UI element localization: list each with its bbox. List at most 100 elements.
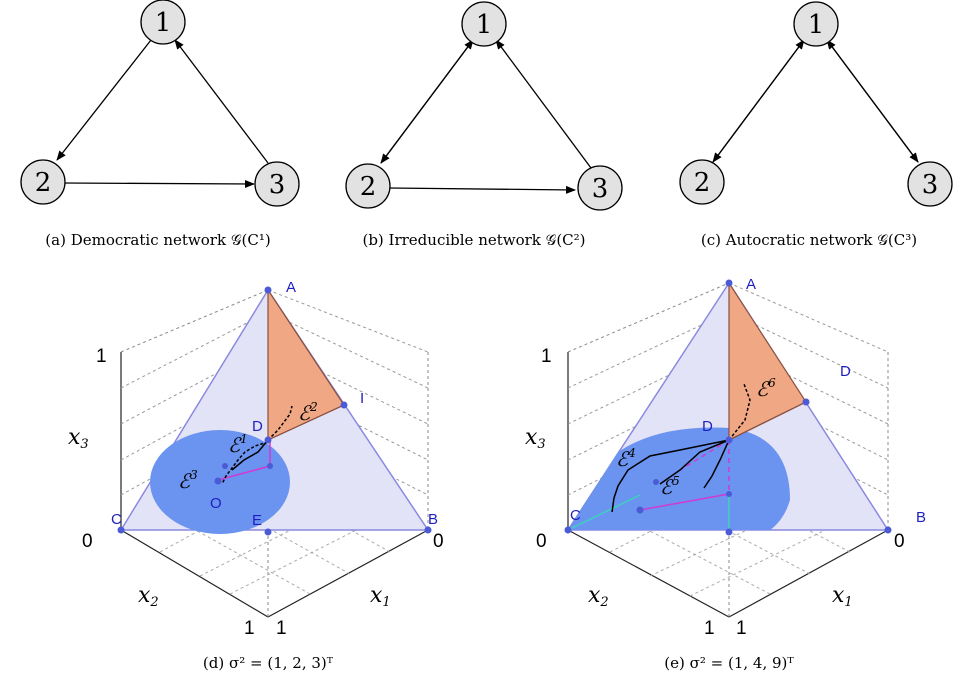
point-B xyxy=(424,526,432,534)
axis-x3: x3 xyxy=(525,425,546,452)
network-b: 1 2 3 (b) Irreducible network 𝒢(C²) xyxy=(345,1,623,249)
trajectory-6 xyxy=(728,383,751,441)
eps-2: ℰ2 xyxy=(298,400,318,425)
axis-right-0: 0 xyxy=(433,531,444,552)
node-2-label: 2 xyxy=(35,168,52,198)
label-B: B xyxy=(916,509,926,526)
region-blue xyxy=(568,427,790,530)
label-B: B xyxy=(428,511,438,528)
trajectory-4 xyxy=(611,439,730,513)
point-I xyxy=(340,401,348,409)
label-C: C xyxy=(570,507,581,524)
edge-3-to-1 xyxy=(174,39,269,164)
network-c: 1 2 3 (c) Autocratic network 𝒢(C³) xyxy=(679,1,953,249)
label-D-right: D xyxy=(840,363,851,380)
eps-1: ℰ1 xyxy=(228,432,248,457)
node-3 xyxy=(254,161,300,207)
network-a: 1 2 3 (a) Democratic network 𝒢(C¹) xyxy=(20,0,300,249)
node-3-label: 3 xyxy=(269,170,286,200)
edge-2-to-3-b xyxy=(388,185,576,194)
node-2-label: 2 xyxy=(360,172,377,202)
axis-top-1: 1 xyxy=(96,346,107,367)
point-D xyxy=(264,436,272,444)
edge-D-right xyxy=(728,401,807,441)
trajectory-2 xyxy=(267,405,293,441)
axis-x1: x1 xyxy=(832,583,853,610)
caption-a: (a) Democratic network 𝒢(C¹) xyxy=(45,231,270,249)
axis-x3: x3 xyxy=(68,425,89,452)
simplex-d: A I D C B E O ℰ1 ℰ2 ℰ3 1 0 0 x3 x2 x1 1 … xyxy=(68,279,444,672)
point-B xyxy=(884,526,892,534)
node-1-label: 1 xyxy=(476,10,493,40)
axis-left-0: 0 xyxy=(536,531,547,552)
point-mid2 xyxy=(222,463,228,469)
edge-2-to-1-b xyxy=(380,39,474,164)
trajectory-5 xyxy=(703,439,730,489)
label-A: A xyxy=(746,276,756,293)
node-1 xyxy=(793,1,839,47)
node-2 xyxy=(679,159,725,205)
node-3-label: 3 xyxy=(922,170,939,200)
point-A xyxy=(264,286,272,294)
node-3 xyxy=(907,161,953,207)
node-3-label: 3 xyxy=(592,174,609,204)
eps-6: ℰ6 xyxy=(756,376,776,401)
point-A xyxy=(725,279,733,287)
eps-5: ℰ5 xyxy=(660,474,680,499)
axis-x2: x2 xyxy=(588,583,609,610)
node-3 xyxy=(577,165,623,211)
caption-c: (c) Autocratic network 𝒢(C³) xyxy=(701,231,917,249)
edge-3-to-1-c xyxy=(826,39,919,163)
eps-3: ℰ3 xyxy=(178,468,198,493)
axis-right-0: 0 xyxy=(894,531,905,552)
edge-3-to-1-b xyxy=(495,39,592,169)
point-C xyxy=(117,526,125,534)
axis-x1: x1 xyxy=(370,583,391,610)
point-C xyxy=(564,526,572,534)
label-D: D xyxy=(702,418,713,435)
point-O xyxy=(636,506,644,514)
edge-2-to-3 xyxy=(62,179,255,188)
label-A: A xyxy=(286,279,296,296)
node-2 xyxy=(20,159,66,205)
axis-bottom-1-left: 1 xyxy=(244,618,255,639)
axis-top-1: 1 xyxy=(541,346,552,367)
node-1-label: 1 xyxy=(808,10,825,40)
point-D xyxy=(725,436,733,444)
point-E xyxy=(725,528,733,536)
trajectory-4b xyxy=(659,439,730,485)
node-1-label: 1 xyxy=(155,8,172,38)
trajectory-1 xyxy=(221,441,269,485)
point-mid2 xyxy=(653,479,659,485)
point-D-right xyxy=(802,398,810,406)
label-I: I xyxy=(360,390,364,407)
frame-lines xyxy=(567,282,889,618)
edge-2-to-1-c xyxy=(712,39,805,163)
trajectory-3 xyxy=(231,439,269,471)
node-1 xyxy=(140,0,186,45)
label-O: O xyxy=(210,495,222,512)
simplex-e: A D D C B ℰ4 ℰ5 ℰ6 1 0 0 x3 x2 x1 1 1 (e… xyxy=(525,276,926,672)
node-2-label: 2 xyxy=(694,168,711,198)
eps-4: ℰ4 xyxy=(616,446,636,471)
point-O xyxy=(214,477,222,485)
node-2 xyxy=(345,163,391,209)
axis-left-0: 0 xyxy=(82,531,93,552)
axis-bottom-1-left: 1 xyxy=(704,618,715,639)
label-C: C xyxy=(111,511,122,528)
node-1 xyxy=(461,1,507,47)
caption-d: (d) σ² = (1, 2, 3)ᵀ xyxy=(203,654,334,672)
caption-b: (b) Irreducible network 𝒢(C²) xyxy=(362,231,585,249)
label-D: D xyxy=(252,418,263,435)
cyan-left xyxy=(567,494,641,531)
point-E xyxy=(264,528,272,536)
magenta-dashed-2 xyxy=(679,439,730,471)
axis-bottom-1-right: 1 xyxy=(276,618,287,639)
caption-e: (e) σ² = (1, 4, 9)ᵀ xyxy=(664,654,794,672)
axis-bottom-1-right: 1 xyxy=(736,618,747,639)
edge-1-to-2 xyxy=(56,39,152,161)
edge-D-I xyxy=(267,404,345,441)
point-mid xyxy=(267,463,273,469)
label-E: E xyxy=(252,512,262,529)
magenta-path xyxy=(639,493,730,511)
